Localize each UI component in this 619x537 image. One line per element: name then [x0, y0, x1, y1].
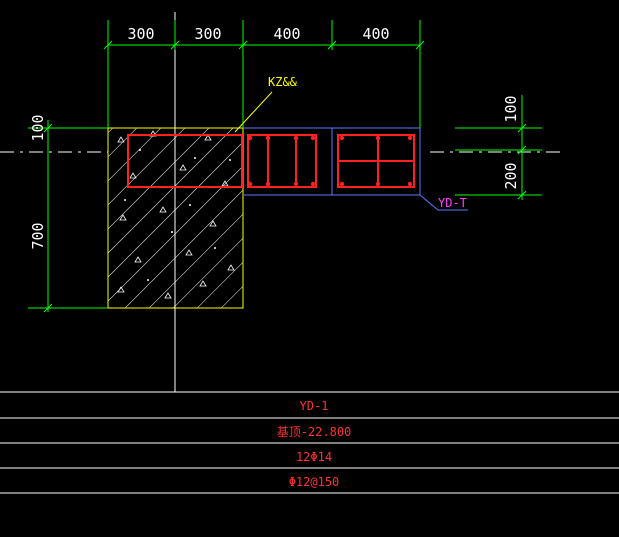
- dim-top-2: 300: [194, 25, 221, 43]
- column-outline: [107, 127, 244, 309]
- wall-stirrup-1: [247, 134, 317, 188]
- column-label: KZ&&: [268, 75, 298, 89]
- table-row-3: 12Φ14: [296, 450, 332, 464]
- edge-member-leader: YD-T: [419, 194, 468, 211]
- aggregate-dots: [124, 149, 231, 281]
- dim-top-3: 400: [273, 25, 300, 43]
- dim-top-1: 300: [127, 25, 154, 43]
- wall-outline: [243, 127, 421, 196]
- dim-left-2: 700: [29, 222, 47, 249]
- info-table-text: YD-1 基顶-22.800 12Φ14 Φ12@150: [277, 399, 352, 489]
- axis-lines: [0, 12, 562, 392]
- table-row-1: YD-1: [300, 399, 329, 413]
- edge-member-label: YD-T: [438, 196, 467, 210]
- dimension-left: [28, 120, 108, 313]
- dimension-top-labels: 300 300 400 400: [127, 25, 389, 43]
- dim-left-1: 100: [29, 114, 47, 141]
- info-table: [0, 391, 619, 494]
- column-stirrup: [127, 134, 243, 188]
- dimension-right: [455, 95, 542, 200]
- dimension-top: [103, 20, 425, 128]
- column-hatch: [108, 128, 243, 308]
- dimension-right-labels: 100 200: [502, 95, 520, 189]
- column-section: [107, 127, 244, 309]
- dim-right-2: 200: [502, 162, 520, 189]
- dim-right-1: 100: [502, 95, 520, 122]
- dim-top-4: 400: [362, 25, 389, 43]
- table-row-2: 基顶-22.800: [277, 425, 352, 439]
- column-leader: KZ&&: [234, 75, 298, 133]
- rebar: [127, 134, 415, 188]
- rebar-dots: [247, 135, 413, 187]
- dimension-left-labels: 100 700: [29, 114, 47, 249]
- table-row-4: Φ12@150: [289, 475, 340, 489]
